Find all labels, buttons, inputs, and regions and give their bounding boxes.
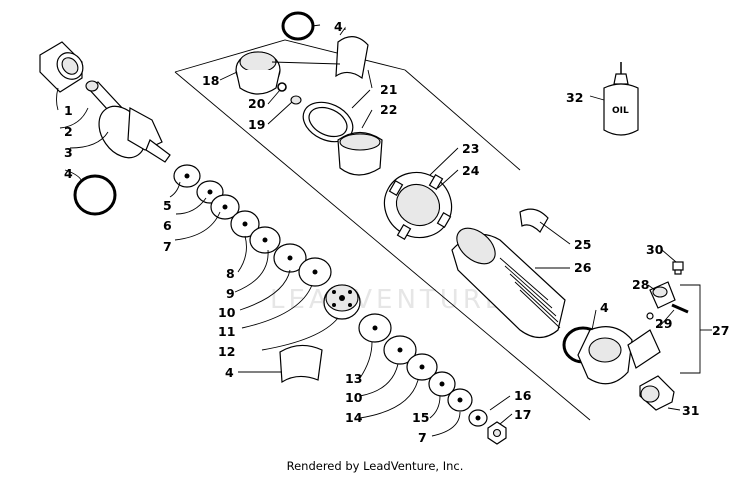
part-4-band-top[interactable]: [335, 36, 369, 80]
callout-7: 7: [163, 239, 172, 254]
assembly-outline-right: [404, 69, 521, 171]
callout-4-left: 4: [64, 166, 73, 181]
part-17-nut[interactable]: [487, 421, 507, 445]
callout-24: 24: [462, 163, 480, 178]
callout-9: 9: [226, 286, 235, 301]
callout-32: 32: [566, 90, 583, 105]
part-5-washer[interactable]: [173, 164, 201, 188]
part-16-washer[interactable]: [468, 409, 488, 427]
part-12-piston[interactable]: [323, 284, 361, 320]
part-1-top-bushing[interactable]: [39, 41, 88, 93]
part-25-retainer[interactable]: [519, 208, 549, 233]
part-4-band-bottom[interactable]: [279, 344, 323, 384]
part-9-shim[interactable]: [249, 226, 281, 254]
footer-credit: Rendered by LeadVenture, Inc.: [286, 459, 464, 473]
callout-1: 1: [64, 103, 73, 118]
part-4-o-ring-top[interactable]: [281, 11, 315, 41]
callout-11: 11: [218, 324, 235, 339]
part-4-o-ring-left[interactable]: [73, 174, 117, 216]
part-19-screw[interactable]: [290, 95, 302, 105]
callout-26: 26: [574, 260, 592, 275]
part-11-shim[interactable]: [298, 257, 332, 287]
part-13-shim[interactable]: [358, 313, 392, 343]
part-10-shim-lower[interactable]: [383, 335, 417, 365]
part-26-shock-body[interactable]: [450, 221, 566, 339]
callout-27: 27: [712, 323, 729, 338]
part-14-shim[interactable]: [406, 353, 438, 381]
callout-30: 30: [646, 242, 664, 257]
part-30-valve-cap[interactable]: [672, 261, 684, 275]
assembly-outline: [174, 39, 406, 73]
watermark: LEADVENTURE: [270, 285, 506, 315]
callout-6: 6: [163, 218, 172, 233]
callout-2: 2: [64, 124, 73, 139]
callout-23: 23: [462, 141, 479, 156]
part-3-shock-eye[interactable]: [90, 98, 171, 167]
part-28-valve-body[interactable]: [649, 281, 676, 309]
callout-29: 29: [655, 316, 672, 331]
callout-20: 20: [248, 96, 266, 111]
part-21-seal[interactable]: [297, 95, 359, 150]
callout-4-right: 4: [600, 300, 609, 315]
callout-10-lower: 10: [345, 390, 363, 405]
callout-5: 5: [163, 198, 172, 213]
callout-4-top: 4: [334, 19, 343, 34]
callout-3: 3: [64, 145, 73, 160]
callout-12: 12: [218, 344, 235, 359]
part-29-valve-core[interactable]: [671, 303, 689, 314]
callout-17: 17: [514, 407, 531, 422]
oil-label: OIL: [612, 106, 629, 116]
callout-31: 31: [682, 403, 699, 418]
callout-14: 14: [345, 410, 363, 425]
callout-15: 15: [412, 410, 429, 425]
part-32-oil-bottle[interactable]: OIL: [603, 62, 639, 136]
part-shock-lower-body[interactable]: [577, 326, 661, 385]
callout-21: 21: [380, 82, 397, 97]
part-20-o-ring-small[interactable]: [277, 82, 287, 92]
part-18-reservoir-cap[interactable]: [235, 51, 281, 95]
part-10-shim[interactable]: [273, 243, 307, 273]
part-7-shim[interactable]: [210, 194, 240, 220]
callout-25: 25: [574, 237, 591, 252]
part-valve-washer[interactable]: [646, 312, 654, 320]
callout-4-bottom: 4: [225, 365, 234, 380]
callout-7-lower: 7: [418, 430, 427, 445]
callout-8: 8: [226, 266, 235, 281]
part-23-spring-adjuster[interactable]: [373, 160, 464, 249]
part-15-shim[interactable]: [428, 371, 456, 397]
callout-10: 10: [218, 305, 236, 320]
callout-28: 28: [632, 277, 649, 292]
callout-19: 19: [248, 117, 265, 132]
callout-18: 18: [202, 73, 219, 88]
bracket-27: [680, 284, 701, 374]
part-31-bushing[interactable]: [639, 375, 675, 411]
part-7-shim-lower[interactable]: [447, 388, 473, 412]
assembly-outline-left: [174, 71, 591, 421]
callout-13: 13: [345, 371, 362, 386]
part-22-bearing[interactable]: [337, 131, 383, 176]
callout-22: 22: [380, 102, 397, 117]
callout-16: 16: [514, 388, 532, 403]
